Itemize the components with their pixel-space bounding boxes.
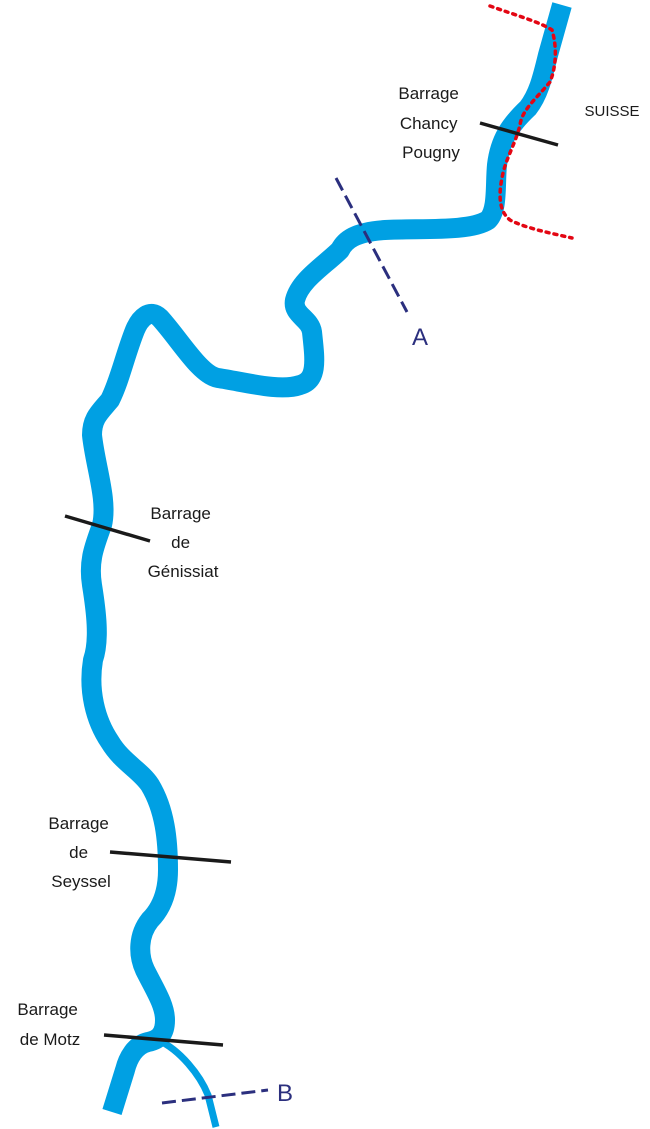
river-main (80, 2, 572, 1115)
dam-bar-seyssel (109, 850, 232, 864)
swiss-border-dotted (488, 4, 574, 240)
dam-chancy-label: Barrage Chancy Pougny (398, 84, 463, 162)
section-line-a (334, 177, 409, 313)
section-marker-a: A (412, 324, 428, 351)
dam-bar-motz (103, 1033, 224, 1047)
dam-seyssel-label: Barrage de Seyssel (48, 814, 113, 891)
dam-genissiat-label: Barrage de Génissiat (148, 504, 219, 581)
country-label: SUISSE (584, 103, 639, 120)
section-line-b (161, 1088, 269, 1105)
river-branch (156, 1036, 220, 1128)
dam-motz-label: Barrage de Motz (17, 1000, 82, 1049)
section-marker-b: B (277, 1080, 293, 1107)
dam-bar-chancy (479, 121, 559, 147)
dam-bar-genissiat (64, 514, 151, 543)
